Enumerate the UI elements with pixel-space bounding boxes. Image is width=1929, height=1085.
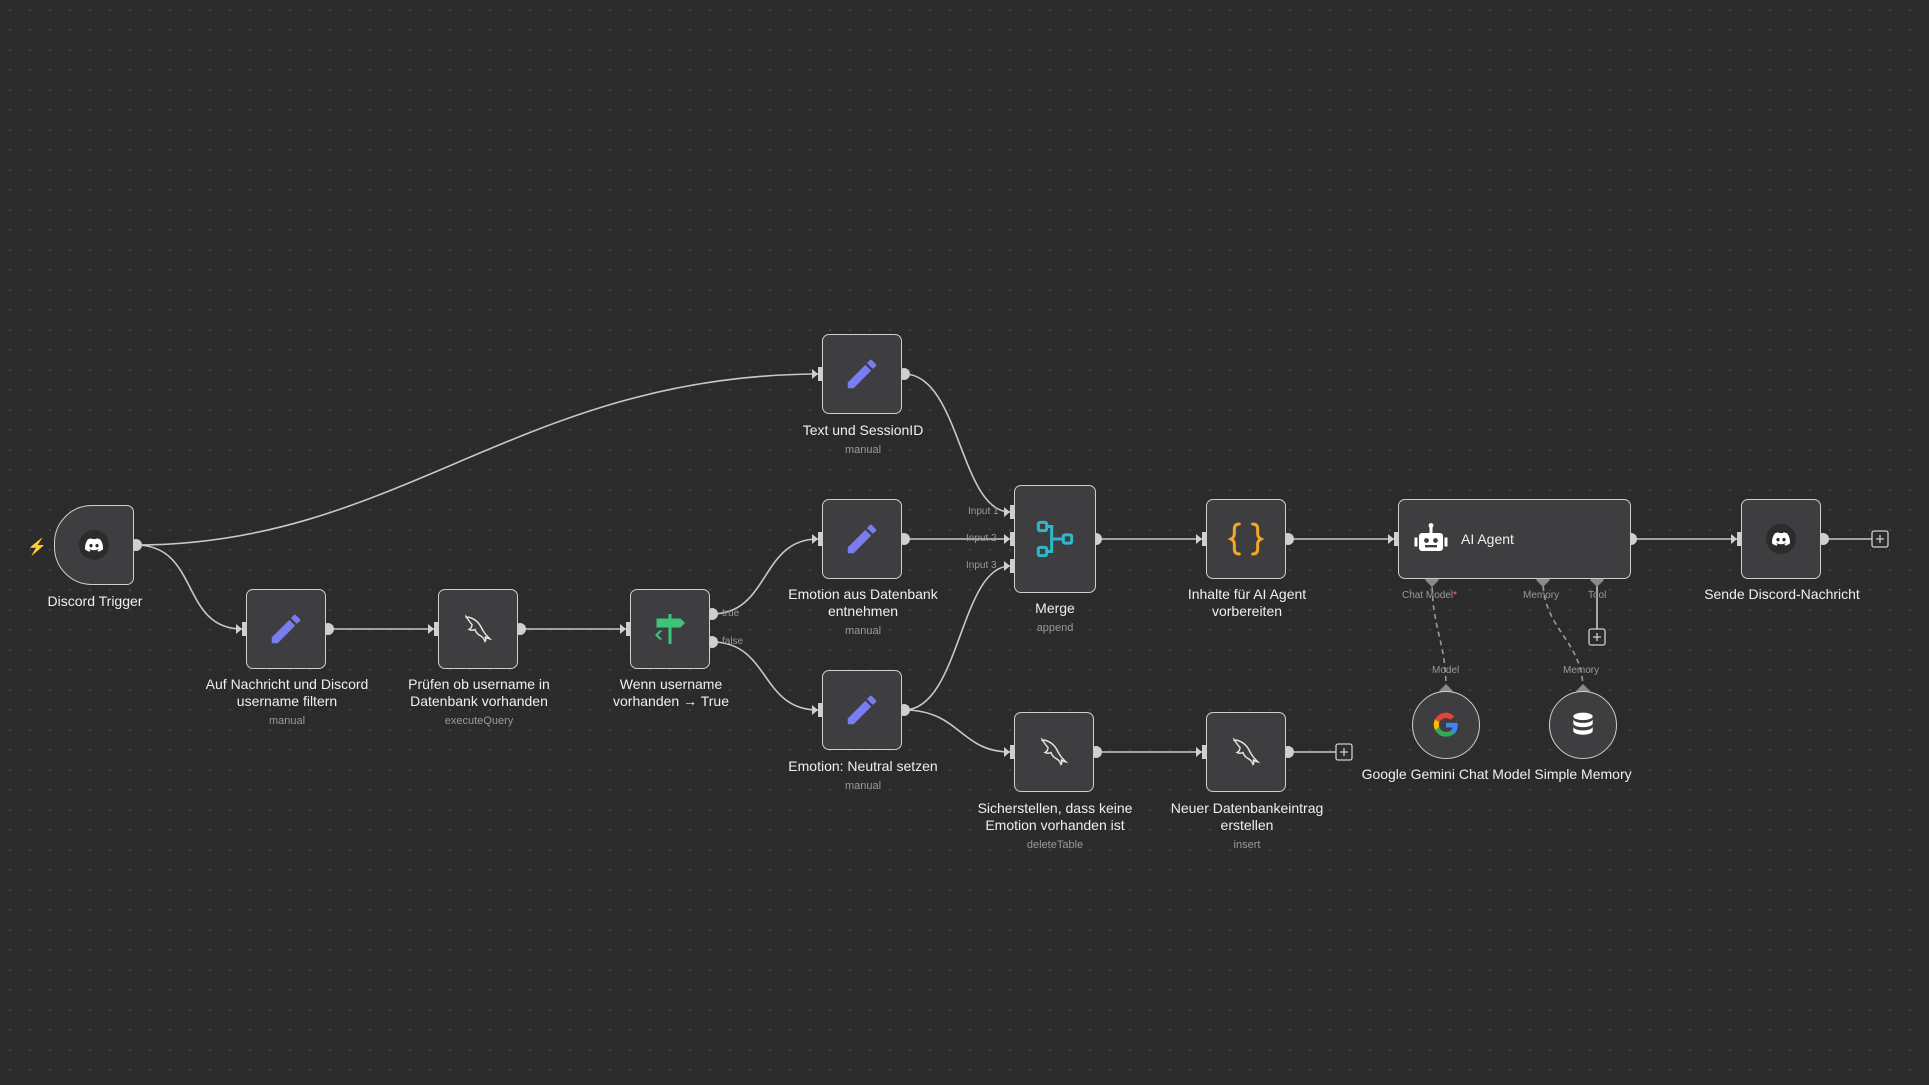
node-label-send-discord: Sende Discord-Nachricht bbox=[1704, 586, 1860, 602]
lightning-icon: ⚡ bbox=[27, 539, 47, 556]
node-ai-agent[interactable]: AI Agent bbox=[1398, 499, 1631, 579]
signpost-icon bbox=[655, 614, 685, 644]
merge-icon bbox=[1036, 520, 1074, 558]
port-label-model: Model bbox=[1432, 665, 1460, 676]
add-node-button-after-new[interactable] bbox=[1335, 743, 1353, 761]
node-text-session[interactable] bbox=[822, 334, 902, 414]
port-label-false: false bbox=[722, 636, 744, 647]
connection-if-true-to-emotion[interactable] bbox=[711, 538, 819, 615]
port-label-memory-out: Memory bbox=[1563, 665, 1600, 676]
node-label-gemini: Google Gemini Chat Model bbox=[1361, 766, 1531, 782]
pencil-icon bbox=[847, 695, 877, 725]
node-label-ensure-none: Sicherstellen, dass keine Emotion vorhan… bbox=[977, 800, 1133, 851]
connection-trigger-to-filter[interactable] bbox=[135, 544, 243, 630]
database-icon bbox=[1573, 712, 1593, 735]
node-check-user[interactable] bbox=[438, 589, 518, 669]
node-send-discord[interactable] bbox=[1741, 499, 1821, 579]
node-emotion-neutral[interactable] bbox=[822, 670, 902, 750]
port-label-true: true bbox=[722, 608, 740, 619]
node-label-check-user: Prüfen ob username in Datenbank vorhande… bbox=[408, 676, 550, 727]
node-label-filter-message: Auf Nachricht und Discord username filte… bbox=[205, 676, 369, 727]
node-if-user[interactable] bbox=[630, 589, 710, 669]
node-merge[interactable] bbox=[1014, 485, 1096, 593]
mysql-dolphin-icon bbox=[1233, 737, 1261, 766]
add-tool-button[interactable] bbox=[1588, 628, 1606, 646]
robot-icon bbox=[1414, 523, 1448, 551]
node-prepare-ai[interactable] bbox=[1206, 499, 1286, 579]
port-label-tool: Tool bbox=[1588, 590, 1607, 601]
connection-neutral-to-ensure[interactable] bbox=[903, 709, 1011, 753]
discord-icon bbox=[79, 530, 109, 560]
node-emotion-db[interactable] bbox=[822, 499, 902, 579]
node-label-discord-trigger: Discord Trigger bbox=[47, 593, 143, 609]
mysql-dolphin-icon bbox=[465, 614, 493, 643]
port-label-input3: Input 3 bbox=[966, 560, 997, 571]
connection-gemini-to-agent[interactable] bbox=[1431, 579, 1447, 691]
node-discord-trigger[interactable] bbox=[54, 505, 134, 585]
port-label-chat-model: Chat Model* bbox=[1402, 590, 1458, 601]
node-label-prepare-ai: Inhalte für AI Agent vorbereiten bbox=[1187, 586, 1307, 619]
mysql-dolphin-icon bbox=[1041, 737, 1069, 766]
curly-braces-icon bbox=[1227, 522, 1265, 556]
connection-trigger-to-text[interactable] bbox=[135, 373, 821, 546]
node-label-if-user: Wenn username vorhanden → True bbox=[613, 676, 729, 709]
port-label-memory: Memory bbox=[1523, 590, 1560, 601]
discord-icon bbox=[1766, 524, 1796, 554]
add-node-button-after-send[interactable] bbox=[1871, 530, 1889, 548]
port-label-input1: Input 1 bbox=[968, 506, 999, 517]
pencil-icon bbox=[847, 524, 877, 554]
node-new-entry[interactable] bbox=[1206, 712, 1286, 792]
node-gemini[interactable] bbox=[1412, 691, 1480, 759]
pencil-icon bbox=[847, 359, 877, 389]
node-simple-memory[interactable] bbox=[1549, 691, 1617, 759]
google-g-icon bbox=[1433, 712, 1458, 737]
connection-memory-to-agent[interactable] bbox=[1542, 579, 1584, 691]
port-label-input2: Input 2 bbox=[966, 533, 997, 544]
connection-text-to-merge[interactable] bbox=[903, 373, 1011, 513]
node-label-simple-memory: Simple Memory bbox=[1534, 766, 1632, 782]
pencil-icon bbox=[271, 614, 301, 644]
connection-if-false-to-neutral[interactable] bbox=[711, 641, 819, 711]
agent-title: AI Agent bbox=[1461, 531, 1514, 547]
node-filter-message[interactable] bbox=[246, 589, 326, 669]
node-ensure-none[interactable] bbox=[1014, 712, 1094, 792]
connection-neutral-to-merge[interactable] bbox=[903, 565, 1011, 711]
